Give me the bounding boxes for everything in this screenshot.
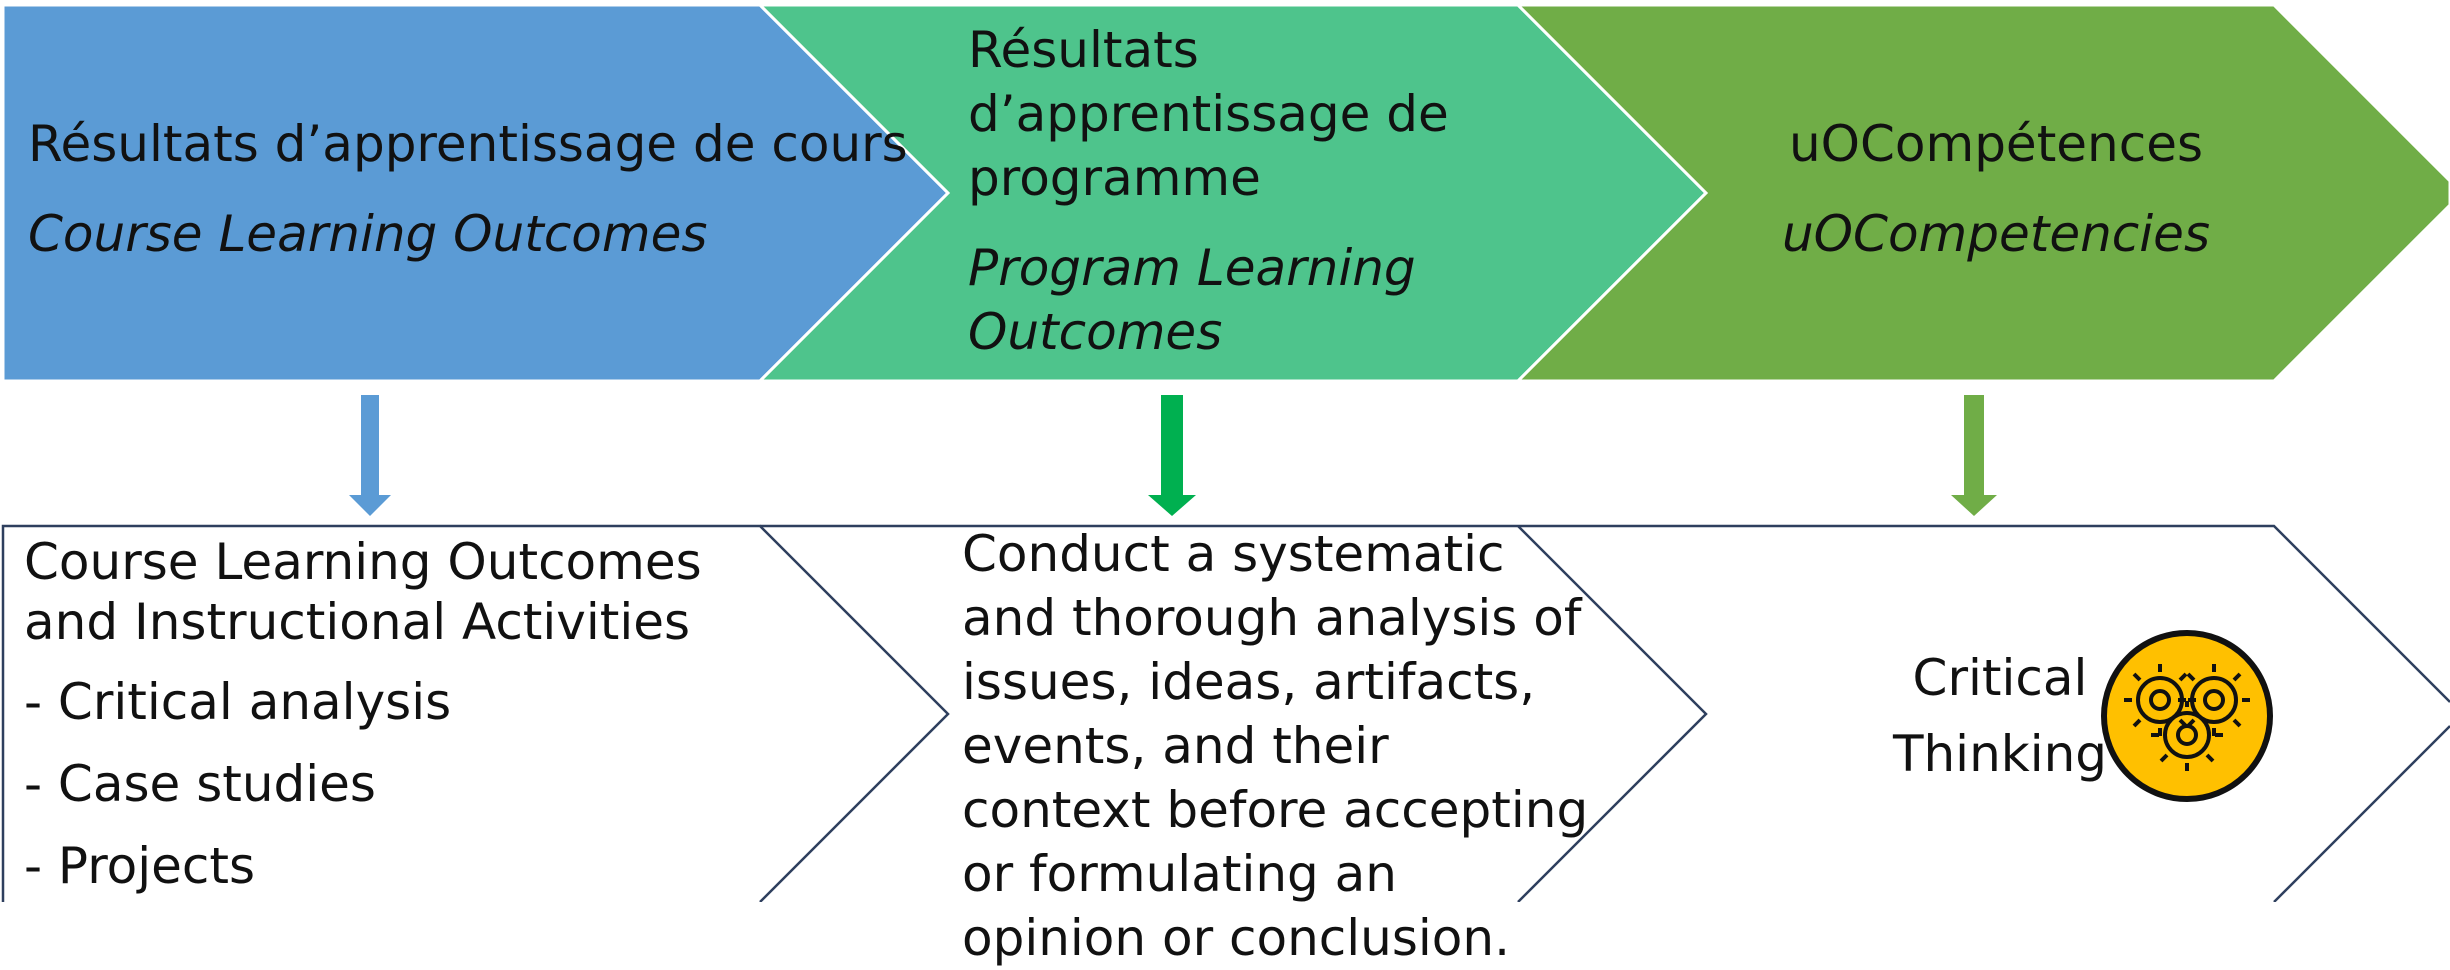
program-outcome-text: Conduct a systematic and thorough analys… — [962, 525, 1589, 967]
course-outcomes-header: Résultats d’apprentissage de cours Cours… — [28, 112, 928, 266]
competencies-french: uOCompétences — [1788, 115, 2204, 173]
competency-label: Critical Thinking — [1892, 649, 2108, 783]
down-arrow-course — [349, 395, 391, 516]
gears-icon — [2101, 630, 2273, 802]
course-outcomes-english: Course Learning Outcomes — [28, 205, 708, 263]
competency-label-box: Critical Thinking — [1880, 640, 2120, 792]
course-activities-box: Course Learning Outcomes and Instruction… — [24, 532, 744, 898]
program-outcomes-english: Program Learning Outcomes — [968, 239, 1416, 361]
bottom-chevron-competency — [1518, 524, 2450, 703]
down-arrow-competency — [1951, 395, 1997, 516]
top-chevron-competency — [1514, 3, 2450, 383]
bottom-chevron-competency-lower-edge — [2273, 725, 2450, 902]
competencies-english: uOCompetencies — [1781, 205, 2210, 263]
program-outcomes-french: Résultats d’apprentissage de programme — [968, 21, 1449, 207]
down-arrow-program — [1148, 395, 1196, 516]
activity-item: - Case studies — [24, 755, 376, 813]
course-activities-heading: Course Learning Outcomes and Instruction… — [24, 533, 702, 651]
activity-item: - Projects — [24, 837, 256, 895]
program-outcome-description: Conduct a systematic and thorough analys… — [962, 522, 1592, 970]
diagram-shapes — [1, 3, 2450, 902]
program-outcomes-header: Résultats d’apprentissage de programme P… — [968, 18, 1508, 364]
competencies-header: uOCompétences uOCompetencies — [1706, 112, 2286, 266]
course-outcomes-french: Résultats d’apprentissage de cours — [28, 115, 908, 173]
bottom-chevron-program — [1517, 525, 1708, 902]
activity-item: - Critical analysis — [24, 673, 452, 731]
